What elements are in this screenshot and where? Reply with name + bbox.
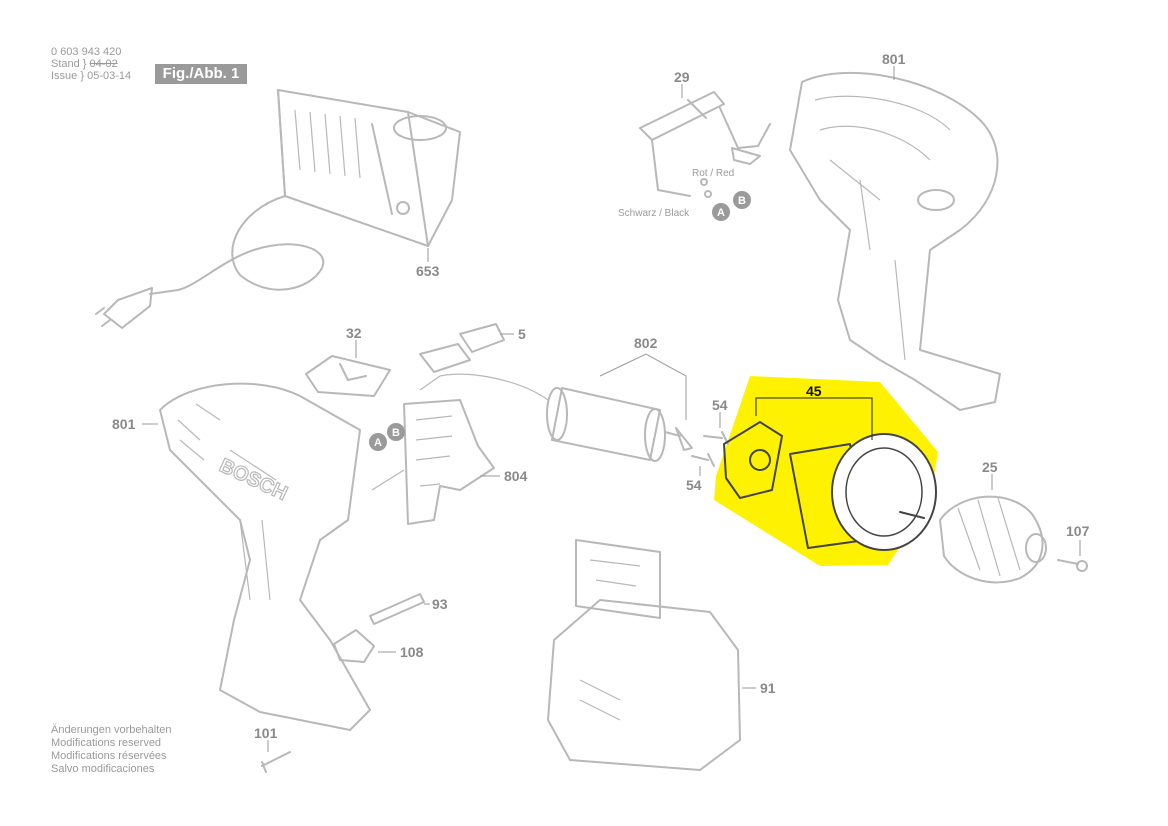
bit-93 [369, 593, 425, 625]
label-653: 653 [416, 263, 440, 279]
label-801-top: 801 [882, 51, 906, 67]
marker-a-top-text: A [717, 207, 725, 219]
figure-badge: Fig./Abb. 1 [155, 64, 247, 84]
screw-101 [261, 751, 291, 773]
stand-row: Stand } 04-02 [51, 58, 118, 70]
label-801-left: 801 [112, 416, 136, 432]
note-en: Modifications reserved [51, 737, 162, 749]
marker-b-left-text: B [392, 427, 400, 439]
label-29: 29 [674, 69, 690, 85]
label-54-bottom: 54 [686, 477, 702, 493]
slide-5 [419, 323, 505, 373]
leader-802 [599, 353, 687, 420]
label-32: 32 [346, 325, 362, 341]
marker-a-top [712, 203, 730, 221]
wire-red-label: Rot / Red [692, 168, 734, 179]
housing-half-801-right [789, 71, 1001, 411]
label-91: 91 [760, 680, 776, 696]
label-101: 101 [254, 725, 278, 741]
part-number: 0 603 943 420 [51, 46, 122, 58]
issue-value: 05-03-14 [87, 70, 132, 82]
charger-653 [95, 89, 461, 329]
note-es: Salvo modificaciones [51, 763, 155, 775]
modification-notes: Änderungen vorbehalten Modifications res… [51, 724, 171, 776]
marker-a-left-text: A [374, 437, 382, 449]
label-108: 108 [400, 644, 424, 660]
label-93: 93 [432, 596, 448, 612]
label-45: 45 [806, 383, 822, 399]
wire-black-label: Schwarz / Black [618, 208, 690, 219]
brand-on-housing: BOSCH [216, 455, 291, 505]
stand-label: Stand [51, 58, 80, 70]
label-802: 802 [634, 335, 658, 351]
leader-45 [755, 397, 873, 440]
marker-b-left [387, 423, 405, 441]
cover-32 [305, 355, 391, 397]
bit-holder-108 [333, 629, 375, 663]
screw-107 [1057, 559, 1088, 572]
issue-row: Issue } 05-03-14 [51, 70, 132, 82]
marker-a-left [369, 433, 387, 451]
battery-91 [547, 539, 741, 771]
note-de: Änderungen vorbehalten [51, 724, 172, 736]
stand-value: 04-02 [89, 58, 118, 70]
document-meta: 0 603 943 420 Stand } 04-02 Issue } 05-0… [51, 46, 131, 82]
housing-half-801-left [159, 382, 371, 731]
marker-b-top [733, 191, 751, 209]
label-804: 804 [504, 468, 528, 484]
marker-b-top-text: B [738, 195, 746, 207]
issue-label: Issue [51, 70, 78, 82]
label-5: 5 [518, 326, 526, 342]
label-107: 107 [1066, 523, 1090, 539]
gearbox-45 [723, 421, 937, 551]
chuck-25 [939, 495, 1047, 584]
note-fr: Modifications réservées [51, 750, 167, 762]
switch-804 [371, 399, 495, 525]
motor-802 [419, 373, 693, 462]
label-54-top: 54 [712, 397, 728, 413]
switch-contact-29 [639, 91, 771, 198]
label-25: 25 [982, 459, 998, 475]
